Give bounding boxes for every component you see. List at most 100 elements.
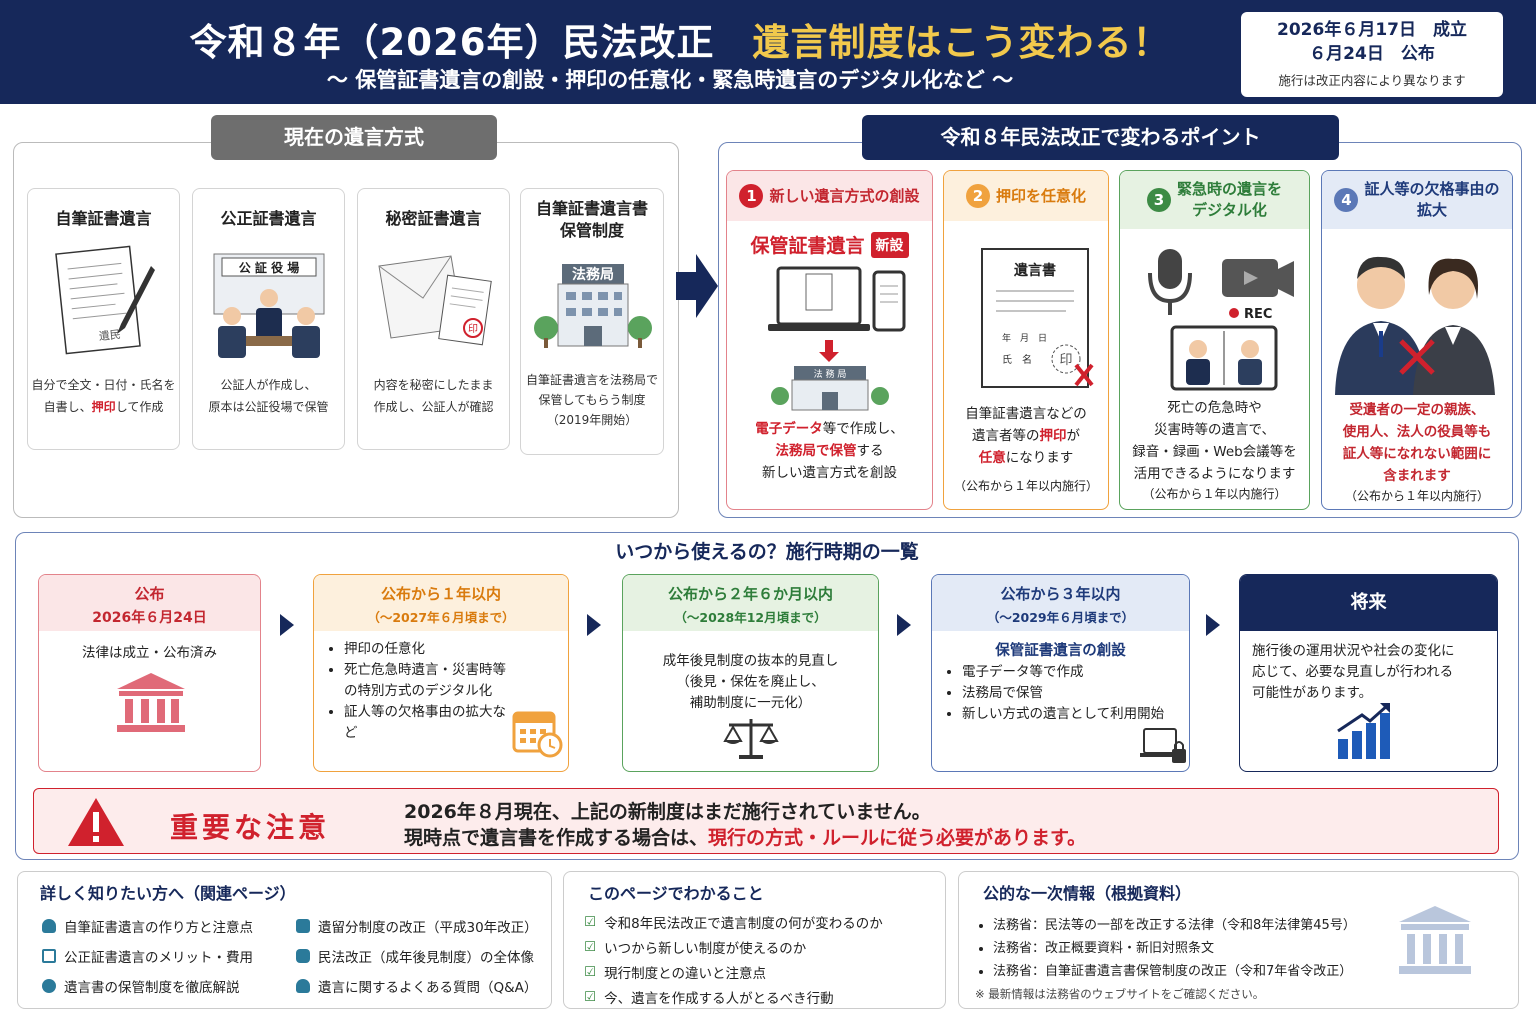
point-text: 任意になります bbox=[978, 450, 1074, 466]
point-subtitle-row: 保管証書遺言 新設 bbox=[727, 231, 932, 258]
stage-text: 施行後の運用状況や社会の変化に bbox=[1252, 643, 1455, 659]
point-title: 押印を任意化 bbox=[995, 186, 1086, 205]
page-summary-panel: このページでわかること ☑令和8年民法改正で遺言制度の何が変わるのか ☑いつから… bbox=[563, 871, 946, 1009]
timeline-stage-future: 将来 施行後の運用状況や社会の変化に 応じて、必要な見直しが行われる 可能性があ… bbox=[1239, 574, 1498, 772]
source-link[interactable]: 法務省：自筆証書遺言書保管制度の改正（令和7年省令改正） bbox=[993, 960, 1518, 983]
related-pages-panel: 詳しく知りたい方へ（関連ページ） 自筆証書遺言の作り方と注意点 遺留分制度の改正… bbox=[17, 871, 552, 1009]
point-text: 録音・録画・Web会議等を bbox=[1132, 444, 1297, 460]
stage-date: （〜2027年６月頃まで） bbox=[367, 610, 515, 625]
legal-bureau-building-icon: 法務局 bbox=[534, 264, 652, 348]
bureau-sign: 法 務 局 bbox=[813, 368, 846, 380]
method-title: 自筆証書遺言 bbox=[55, 209, 152, 228]
stage-header: 公布から３年以内 （〜2029年６月頃まで） bbox=[932, 575, 1189, 631]
point-text: 災害時等の遺言で、 bbox=[1154, 422, 1275, 438]
checkbox-icon: ☑ bbox=[584, 964, 597, 980]
people-icon bbox=[296, 919, 310, 933]
point-note: （公布から１年以内施行） bbox=[1142, 487, 1287, 501]
warning-icon bbox=[68, 798, 124, 846]
method-title: 秘密証書遺言 bbox=[385, 209, 482, 228]
document-date: 年 月 日 bbox=[1002, 332, 1047, 344]
related-link[interactable]: 遺留分制度の改正（平成30年改正） bbox=[296, 916, 546, 936]
summary-list: ☑令和8年民法改正で遺言制度の何が変わるのか ☑いつから新しい制度が使えるのか … bbox=[584, 912, 945, 1007]
seal-stamp: 印 bbox=[468, 323, 478, 335]
stage-text: 補助制度に一元化） bbox=[689, 695, 812, 711]
summary-item: ☑いつから新しい制度が使えるのか bbox=[584, 939, 807, 957]
sources-note: ※ 最新情報は法務省のウェブサイトをご確認ください。 bbox=[975, 987, 1265, 1001]
right-arrow-icon bbox=[676, 254, 718, 318]
government-building-icon bbox=[117, 673, 185, 732]
notice-title: 重要な注意 bbox=[170, 811, 331, 844]
sources-panel: 公的な一次情報（根拠資料） 法務省：民法等の一部を改正する法律（令和8年法律第4… bbox=[958, 871, 1519, 1009]
point-number: 2 bbox=[965, 184, 990, 208]
stage-title: 公布 bbox=[134, 585, 165, 603]
new-badge: 新設 bbox=[870, 231, 909, 258]
sealed-envelope-icon: 印 bbox=[377, 255, 492, 346]
point-text: 活用できるようになります bbox=[1133, 466, 1296, 482]
source-link[interactable]: 法務省：改正概要資料・新旧対照条文 bbox=[993, 937, 1518, 960]
timeline-title: いつから使えるの？施行時期の一覧 bbox=[615, 541, 919, 563]
list-item: 新しい方式の遺言として利用開始 bbox=[962, 704, 1179, 725]
stage-text: 法律は成立・公布済み bbox=[82, 645, 217, 661]
list-item: 電子データ等で作成 bbox=[962, 662, 1179, 683]
method-text: 自分で全文・日付・氏名を bbox=[31, 378, 176, 392]
page-title: 令和８年（2026年）民法改正 遺言制度はこう変わる！ bbox=[189, 21, 1171, 64]
storage-icon bbox=[42, 979, 56, 993]
point-number: 4 bbox=[1334, 188, 1359, 212]
stage-header: 公布 2026年６月24日 bbox=[39, 575, 260, 631]
related-link[interactable]: 遺言書の保管制度を徹底解説 bbox=[42, 976, 296, 996]
method-text: 自筆証書遺言を法務局で bbox=[525, 373, 658, 387]
stage-header: 公布から２年６か月以内 （〜2028年12月頃まで） bbox=[623, 575, 878, 631]
rec-label: REC bbox=[1244, 307, 1272, 322]
timeline-arrow-icon bbox=[587, 614, 601, 636]
notice-line-1: 2026年８月現在、上記の新制度はまだ施行されていません。 bbox=[404, 801, 931, 823]
current-methods-label: 現在の遺言方式 bbox=[211, 115, 497, 160]
scales-of-justice-icon bbox=[723, 719, 779, 759]
timeline-stage-2.5years: 公布から２年６か月以内 （〜2028年12月頃まで） 成年後見制度の抜本的見直し… bbox=[622, 574, 879, 772]
stage-title: 将来 bbox=[1240, 575, 1497, 631]
point-text: 受遺者の一定の親族、 bbox=[1349, 402, 1485, 418]
related-link[interactable]: 公正証書遺言のメリット・費用 bbox=[42, 946, 296, 966]
digital-storage-icon: 法 務 局 bbox=[767, 266, 905, 411]
recording-devices-icon: REC bbox=[1147, 249, 1294, 391]
related-pages-title: 詳しく知りたい方へ（関連ページ） bbox=[40, 884, 296, 903]
ministry-building-icon bbox=[1399, 906, 1471, 974]
method-title: 自筆証書遺言書 bbox=[535, 199, 648, 218]
list-item: 法務局で保管 bbox=[962, 683, 1179, 704]
list-item: 証人等の欠格事由の拡大など bbox=[344, 702, 518, 744]
point-note: （公布から１年以内施行） bbox=[1344, 489, 1489, 503]
point-text: 自筆証書遺言などの bbox=[965, 406, 1087, 422]
method-title: 保管制度 bbox=[559, 221, 624, 240]
summary-item: ☑現行制度との違いと注意点 bbox=[584, 964, 766, 982]
stage-title: 公布から２年６か月以内 bbox=[667, 585, 833, 603]
notary-office-sign: 公 証 役 場 bbox=[238, 260, 299, 275]
source-link[interactable]: 法務省：民法等の一部を改正する法律（令和8年法律第45号） bbox=[993, 914, 1518, 937]
related-link[interactable]: 民法改正（成年後見制度）の全体像 bbox=[296, 946, 546, 966]
related-link[interactable]: 自筆証書遺言の作り方と注意点 bbox=[42, 916, 296, 936]
related-link[interactable]: 遺言に関するよくある質問（Q&A） bbox=[296, 976, 546, 996]
point-title: 拡大 bbox=[1416, 201, 1447, 219]
summary-item: ☑今、遺言を作成する人がとるべき行動 bbox=[584, 989, 834, 1007]
point-title: 証人等の欠格事由の bbox=[1364, 180, 1500, 198]
stage-date: （〜2028年12月頃まで） bbox=[674, 610, 827, 625]
point-number: 3 bbox=[1146, 188, 1171, 212]
growth-chart-icon bbox=[1337, 703, 1390, 759]
page-summary-title: このページでわかること bbox=[588, 884, 764, 903]
stage-date: （〜2029年６月頃まで） bbox=[986, 610, 1135, 625]
document-name-field: 氏 名 bbox=[1002, 353, 1032, 366]
method-card-storage: 自筆証書遺言書 保管制度 法務局 自筆証書遺言を法務局で 保管してもらう制度 （… bbox=[520, 188, 664, 455]
method-text: 公証人が作成し、 bbox=[220, 378, 317, 392]
question-icon bbox=[296, 979, 310, 993]
stage-subtitle: 保管証書遺言の創設 bbox=[995, 643, 1126, 659]
page-subtitle: 〜 保管証書遺言の創設・押印の任意化・緊急時遺言のデジタル化など 〜 bbox=[326, 68, 1014, 92]
important-notice bbox=[33, 788, 1499, 854]
method-text: 自書し、押印して作成 bbox=[43, 400, 164, 414]
point-number: 1 bbox=[739, 184, 764, 208]
changes-label: 令和８年民法改正で変わるポイント bbox=[862, 115, 1339, 160]
method-text: 作成し、公証人が確認 bbox=[373, 400, 494, 414]
stage-date: 2026年６月24日 bbox=[92, 610, 207, 626]
method-card-notarial: 公正証書遺言 公 証 役 場 公証人が作成し、 原本は公証役場で保管 bbox=[192, 188, 345, 450]
date-promulgated: ６月24日 公布 bbox=[1309, 44, 1435, 64]
